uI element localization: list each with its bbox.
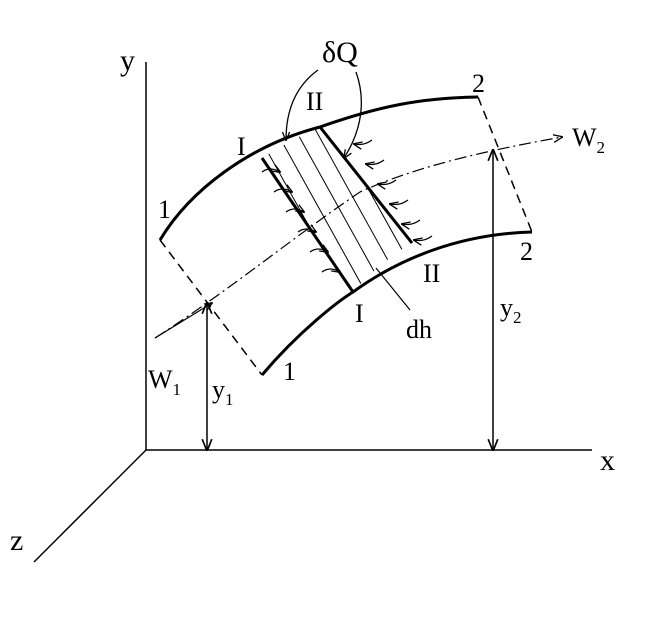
y2-label: y2 (500, 293, 522, 327)
w1-arrow (154, 303, 212, 339)
w1-label: W1 (148, 365, 181, 399)
section-II (318, 126, 414, 244)
control-sections (260, 126, 414, 293)
axis-z-label: z (10, 524, 23, 557)
heat-arrows-I (261, 169, 340, 272)
end2-upper-label: 2 (472, 69, 485, 98)
dh-leader (375, 267, 411, 311)
section-2 (477, 96, 533, 233)
end-sections (159, 96, 533, 376)
z-axis (33, 449, 147, 563)
tube-walls (158, 95, 533, 376)
section-I-lower-label: I (355, 299, 364, 328)
y1-label: y1 (212, 375, 234, 409)
heat-label: δQ (322, 36, 358, 69)
heat-leaders (286, 69, 362, 158)
axes (33, 62, 592, 563)
section-1 (159, 239, 263, 376)
end1-upper-label: 1 (158, 195, 171, 224)
section-II-label: II (306, 87, 323, 116)
end1-lower-label: 1 (283, 357, 296, 386)
labels: y x z δQ I I II II 1 1 2 2 dh W1 W2 y1 y… (10, 36, 615, 557)
heat-arrows-II (354, 139, 433, 241)
axis-x-label: x (600, 444, 615, 477)
w2-label: W2 (572, 123, 605, 157)
dh-label: dh (406, 315, 432, 344)
end2-lower-label: 2 (520, 237, 533, 266)
section-II-lower-label: II (423, 259, 440, 288)
axis-y-label: y (120, 44, 135, 77)
upper-wall (158, 95, 479, 241)
lower-wall (260, 230, 533, 376)
height-dimensions (207, 150, 493, 450)
section-I-label: I (237, 132, 246, 161)
